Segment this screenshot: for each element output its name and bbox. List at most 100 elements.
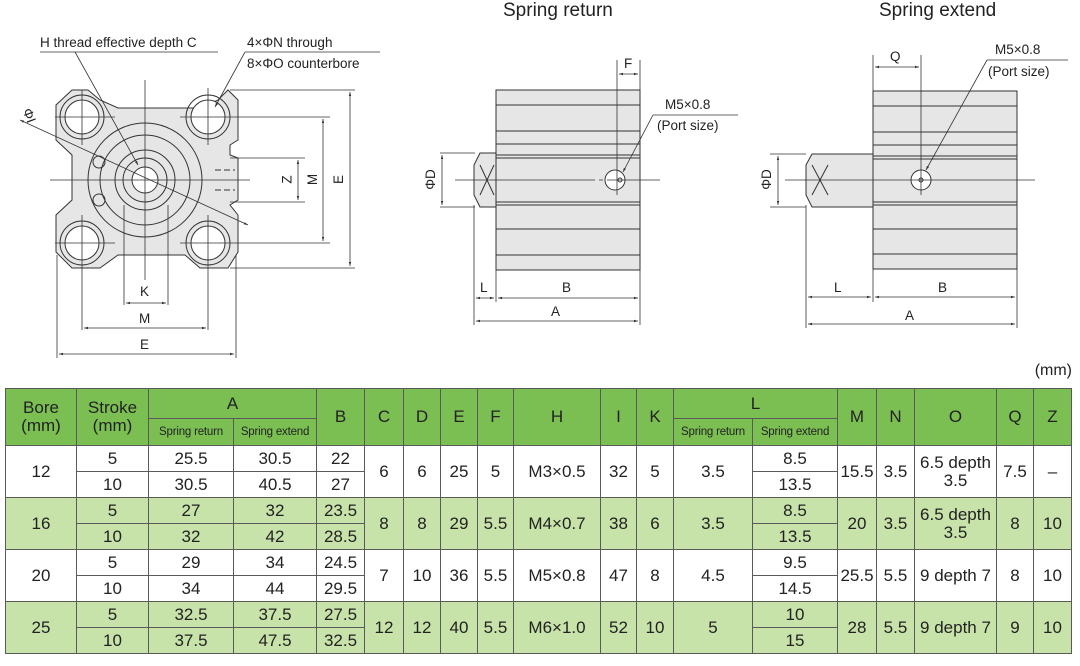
dim-d-return: ΦD [422, 169, 438, 190]
cell-b: 23.5 [316, 497, 365, 524]
cell-e: 25 [440, 445, 478, 498]
cell-bore: 20 [5, 549, 77, 602]
cell-stroke: 5 [76, 549, 149, 576]
cell-a-extend: 40.5 [233, 471, 317, 498]
cell-c: 8 [364, 497, 404, 550]
cell-i: 47 [600, 549, 637, 602]
cell-a-return: 29 [148, 549, 234, 576]
cell-l-extend: 13.5 [752, 523, 838, 550]
cell-b: 29.5 [316, 575, 365, 602]
port-size-return-2: (Port size) [657, 118, 719, 133]
header-i: I [600, 388, 637, 446]
header-a-spring-return: Spring return [148, 418, 234, 446]
dim-a-extend: A [905, 308, 915, 323]
header-c: C [364, 388, 404, 446]
cell-e: 40 [440, 601, 478, 654]
dim-l-extend: L [834, 280, 842, 295]
cell-i: 38 [600, 497, 637, 550]
cell-b: 22 [316, 445, 365, 472]
dim-l-return: L [480, 280, 488, 295]
cell-i: 52 [600, 601, 637, 654]
dim-e-vertical: E [331, 174, 347, 185]
drawing-lines [19, 51, 1068, 358]
cell-l-extend: 8.5 [752, 497, 838, 524]
cell-f: 5.5 [477, 497, 514, 550]
header-f: F [477, 388, 514, 446]
cell-c: 7 [364, 549, 404, 602]
cell-stroke: 10 [76, 627, 149, 654]
cell-l-return: 5 [673, 601, 753, 654]
cell-n: 3.5 [876, 445, 915, 498]
header-stroke: Stroke (mm) [76, 388, 149, 446]
table-row: 10 32 42 28.5 13.5 [6, 523, 1072, 550]
cell-b: 27 [316, 471, 365, 498]
cell-l-extend: 9.5 [752, 549, 838, 576]
dim-b-return: B [562, 280, 572, 295]
callout-thread: H thread effective depth C [40, 35, 197, 50]
cell-o: 6.5 depth 3.5 [914, 445, 997, 498]
cell-o: 9 depth 7 [914, 601, 997, 654]
cell-l-extend: 8.5 [752, 445, 838, 472]
cell-b: 27.5 [316, 601, 365, 628]
cell-z: 10 [1033, 601, 1072, 654]
header-k: K [636, 388, 674, 446]
cell-a-extend: 30.5 [233, 445, 317, 472]
dim-b-extend: B [938, 280, 948, 295]
cell-a-extend: 34 [233, 549, 317, 576]
header-bore: Bore (mm) [5, 388, 77, 446]
cell-stroke: 10 [76, 523, 149, 550]
port-size-return-1: M5×0.8 [665, 97, 711, 112]
cell-e: 36 [440, 549, 478, 602]
table-row: 20 5 29 34 24.5 7 10 36 5.5 M5×0.8 47 8 … [5, 549, 1072, 602]
dim-k: K [140, 284, 150, 299]
header-n: N [876, 388, 915, 446]
cell-f: 5.5 [477, 549, 514, 602]
cell-stroke: 5 [76, 497, 149, 524]
cell-e: 29 [440, 497, 478, 550]
port-size-extend-2: (Port size) [988, 64, 1050, 79]
cell-a-extend: 37.5 [233, 601, 317, 628]
cell-n: 3.5 [876, 497, 915, 550]
cell-m: 20 [837, 497, 877, 550]
header-b: B [316, 388, 365, 446]
cell-b: 32.5 [316, 627, 365, 654]
dim-f: F [624, 56, 633, 71]
cell-q: 7.5 [996, 445, 1034, 498]
cell-l-return: 4.5 [673, 549, 753, 602]
cell-m: 28 [837, 601, 877, 654]
header-o: O [914, 388, 997, 446]
header-m: M [837, 388, 877, 446]
cell-bore: 16 [5, 497, 77, 550]
cell-h: M5×0.8 [513, 549, 601, 602]
dim-m-horizontal: M [139, 311, 151, 326]
cell-f: 5.5 [477, 601, 514, 654]
spring-return-title: Spring return [503, 0, 613, 21]
cell-l-return: 3.5 [673, 497, 753, 550]
cell-a-return: 37.5 [148, 627, 234, 654]
cell-b: 24.5 [316, 549, 365, 576]
cell-l-return: 3.5 [673, 445, 753, 498]
cell-z: 10 [1033, 549, 1072, 602]
cell-z: – [1033, 445, 1072, 498]
cell-m: 25.5 [837, 549, 877, 602]
port-size-extend-1: M5×0.8 [995, 42, 1041, 57]
cell-h: M6×1.0 [513, 601, 601, 654]
cell-z: 10 [1033, 497, 1072, 550]
cell-bore: 25 [5, 601, 77, 654]
cell-bore: 12 [5, 445, 77, 498]
cell-k: 10 [636, 601, 674, 654]
header-z: Z [1033, 388, 1072, 446]
cell-l-extend: 13.5 [752, 471, 838, 498]
cell-a-return: 32 [148, 523, 234, 550]
dim-a-return: A [551, 304, 561, 319]
cell-o: 6.5 depth 3.5 [914, 497, 997, 550]
cell-q: 8 [996, 497, 1034, 550]
cell-m: 15.5 [837, 445, 877, 498]
table-row: 10 37.5 47.5 32.5 15 [6, 627, 1072, 654]
cell-h: M3×0.5 [513, 445, 601, 498]
cell-l-extend: 10 [752, 601, 838, 628]
cell-a-extend: 47.5 [233, 627, 317, 654]
cell-k: 6 [636, 497, 674, 550]
table-row: 12 5 25.5 30.5 22 6 6 25 5 M3×0.5 32 5 3… [5, 445, 1072, 498]
dim-z: Z [279, 175, 295, 184]
